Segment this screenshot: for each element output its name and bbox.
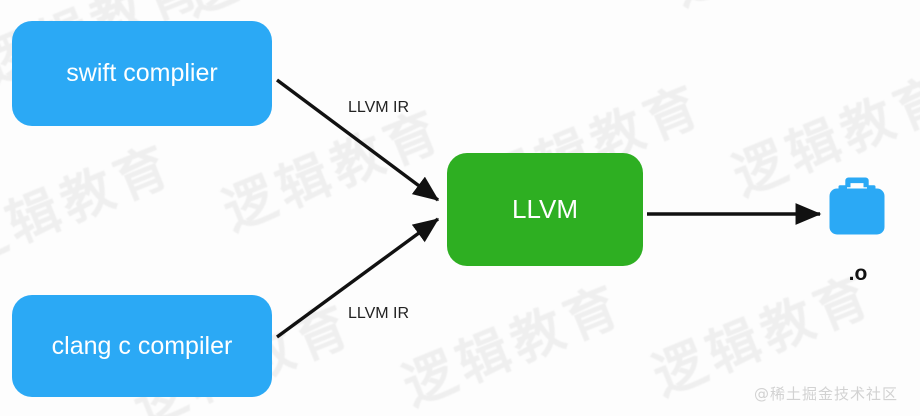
node-clang-c-compiler-label: clang c compiler: [51, 331, 233, 360]
background-watermark-text: 逻辑教育: [430, 0, 673, 10]
briefcase-icon: [829, 177, 885, 235]
edge-swift-to-llvm: [275, 78, 440, 202]
node-llvm-label: LLVM: [512, 194, 578, 224]
node-llvm[interactable]: LLVM: [447, 153, 643, 266]
node-clang-c-compiler[interactable]: clang c compiler: [12, 295, 272, 397]
output-file-label: .o: [848, 262, 868, 285]
node-swift-compiler-label: swift complier: [66, 59, 218, 87]
node-swift-compiler[interactable]: swift complier: [12, 21, 272, 126]
edge-label-llvm-ir-top: LLVM IR: [348, 99, 410, 116]
background-watermark-text: 逻辑教育: [660, 0, 903, 20]
background-watermark-text: 逻辑教育: [0, 135, 183, 278]
background-watermark-text: 逻辑教育: [394, 275, 633, 416]
output-artifact-group: .o: [820, 172, 896, 298]
edge-label-llvm-ir-bottom: LLVM IR: [348, 305, 410, 322]
credit-watermark: @稀土掘金技术社区: [753, 385, 898, 403]
